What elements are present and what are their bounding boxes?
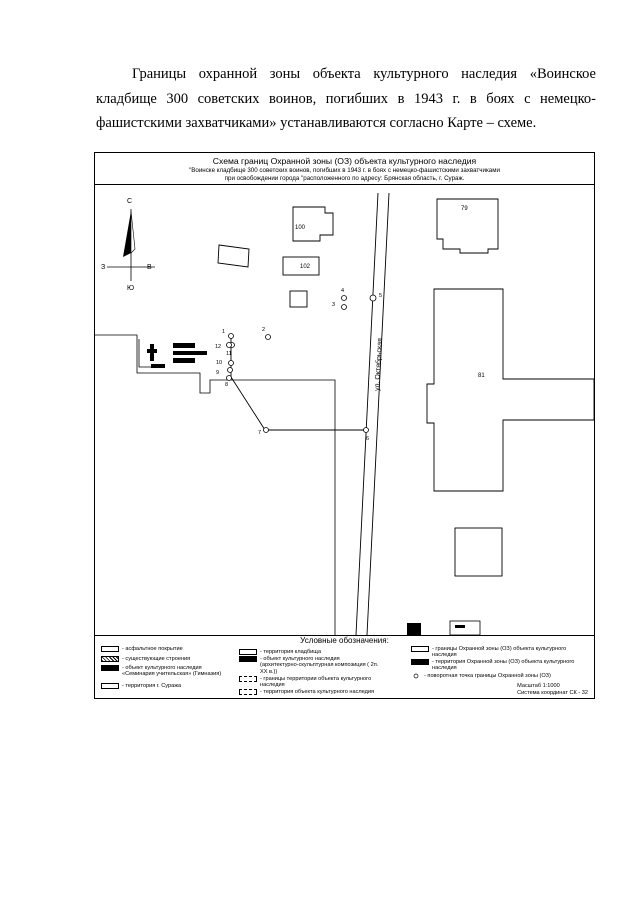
legend-heritage-territory: - территория объекта культурного наследи… [239,689,389,695]
building-81-label: 81 [478,373,485,379]
building-100 [292,206,334,242]
legend-territory-borders: - границы территории объекта культурного… [239,676,379,689]
header-divider [95,184,594,185]
plan-drawing: С Ю З В 100 102 79 81 ул. Октябрьская [95,192,594,635]
legend-existing-buildings: - существующие строения [101,656,231,662]
turning-points [226,294,377,433]
site-plan-map: Схема границ Охранной зоны (ОЗ) объекта … [94,152,595,699]
plot-boundary [95,334,336,635]
legend-town-territory: - территория г. Суража [101,683,231,689]
coordinate-system-label: Система координат СК - 32 [517,689,588,696]
building-102-label: 102 [300,264,311,270]
legend-heritage-object: - объект культурного наследия (архитекту… [239,656,379,675]
point-10: 10 [216,360,222,366]
cemetery-memorial [138,339,207,368]
point-2: 2 [262,327,265,333]
building-79-label: 79 [461,206,468,212]
point-12: 12 [215,344,221,350]
legend-zone-borders: - границы Охранной зоны (ОЗ) объекта кул… [411,646,581,659]
point-1: 1 [222,329,225,335]
map-header: Схема границ Охранной зоны (ОЗ) объекта … [95,153,594,182]
point-9: 9 [216,370,219,376]
building-small-south [289,290,308,308]
building-100-label: 100 [295,225,306,231]
intro-paragraph: Границы охранной зоны объекта культурног… [96,66,596,131]
point-4: 4 [341,288,344,294]
building-81 [426,288,594,492]
legend-asphalt: - асфальтное покрытие [101,646,231,652]
street-oktyabrskaya: ул. Октябрьская [355,192,390,635]
point-8: 8 [225,382,228,388]
compass-west: З [101,264,105,271]
point-7: 7 [258,430,261,436]
legend-zone-territory: - территория Охранной зоны (ОЗ) объекта … [411,659,581,672]
compass-east: В [147,264,152,271]
building-black-south [407,623,421,635]
compass-north: С [127,198,132,205]
building-102 [282,256,320,276]
point-6: 6 [366,436,369,442]
point-3: 3 [332,302,335,308]
legend-heritage-seminary: - объект культурного наследия «Семинария… [101,665,231,678]
point-11: 11 [226,351,232,357]
point-5: 5 [379,293,382,299]
legend-turning-point: - поворотная точка границы Охранной зоны… [411,673,591,679]
compass-south: Ю [127,285,134,292]
turning-point-icon [413,673,419,679]
map-legend: Условные обозначения: - асфальтное покры… [95,635,594,699]
zone-boundary [230,338,364,431]
building-southeast [454,527,503,577]
building-79 [436,198,499,254]
map-subtitle-2: при освобождении города "расположенного … [224,175,465,183]
north-arrow-icon [123,211,131,257]
compass-rose: С Ю З В [101,198,155,292]
scale-block: Масштаб 1:1000 Система координат СК - 32 [517,683,588,696]
street-label: ул. Октябрьская [373,338,384,391]
building-small-west [217,244,250,268]
scale-label: Масштаб 1:1000 [517,683,560,689]
legend-title: Условные обозначения: [300,636,389,645]
legend-cemetery-territory: - территория кладбища [239,649,379,655]
map-title: Схема границ Охранной зоны (ОЗ) объекта … [212,156,477,166]
map-subtitle-1: "Воинске кладбище 300 советских воинов, … [189,167,500,174]
